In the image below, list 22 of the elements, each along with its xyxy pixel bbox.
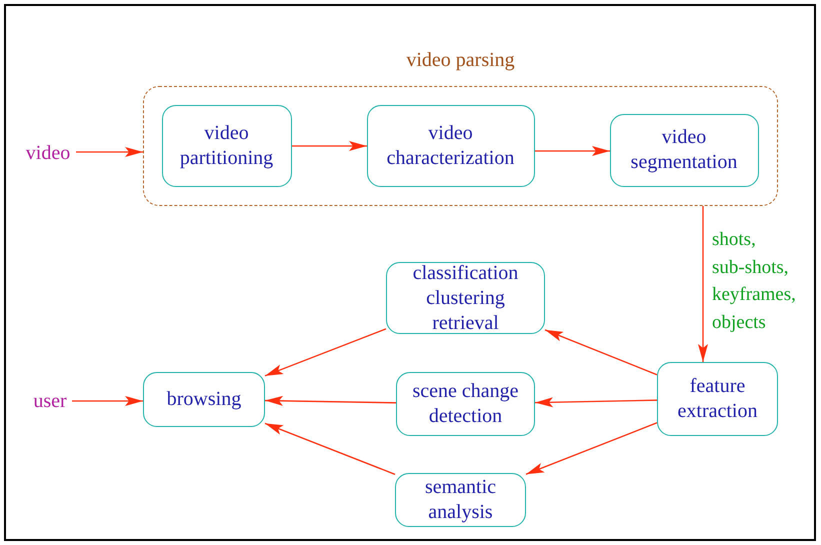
arrow (264, 396, 396, 406)
text-label: video (20, 140, 76, 166)
arrow (292, 141, 367, 151)
arrow (544, 329, 658, 376)
process-box: semantic analysis (395, 473, 526, 527)
process-box: scene change detection (396, 372, 535, 436)
text-label: user (28, 388, 72, 414)
arrow (72, 396, 143, 406)
group-title: video parsing (406, 49, 515, 72)
arrow (264, 422, 396, 475)
process-box: video characterization (366, 104, 534, 186)
arrow (534, 397, 658, 408)
arrow (535, 146, 610, 156)
arrow (526, 422, 658, 475)
process-box: video segmentation (610, 114, 758, 186)
process-box: classification clustering retrieval (386, 262, 545, 334)
process-box: video partitioning (162, 104, 292, 186)
arrow (264, 328, 386, 376)
arrow (698, 206, 708, 362)
process-box: feature extraction (657, 362, 778, 436)
arrow (76, 147, 143, 157)
process-box: browsing (143, 372, 265, 427)
